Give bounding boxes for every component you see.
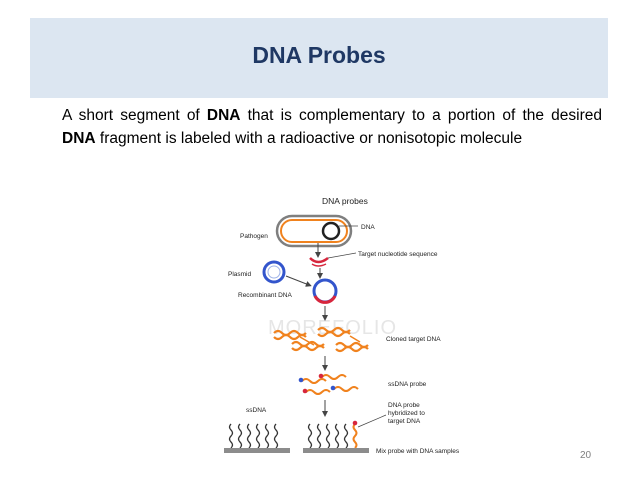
hybridized-label-line2: hybridized to (388, 410, 425, 417)
mix-label: Mix probe with DNA samples (376, 448, 460, 455)
dna-label: DNA (361, 224, 375, 231)
title-band (30, 18, 608, 98)
recombinant-dna-icon (312, 278, 338, 304)
body-text-part1: A short segment of (62, 107, 207, 124)
ssdna-probe-label: ssDNA probe (388, 381, 427, 388)
figure-title: DNA probes (322, 196, 368, 206)
hybridized-label-line1: DNA probe (388, 402, 420, 409)
body-bold-dna-2: DNA (62, 130, 96, 147)
page-number: 20 (580, 450, 592, 461)
ssdna-label: ssDNA (246, 407, 267, 414)
plasmid-icon (262, 260, 286, 284)
body-text-part2: that is complementary to a portion of th… (240, 107, 603, 124)
target-sequence-label: Target nucleotide sequence (358, 251, 438, 258)
ssdna-probe-icon (298, 373, 359, 395)
body-bold-dna-1: DNA (206, 107, 241, 124)
pathogen-cell-icon (275, 214, 353, 248)
target-leader-line (327, 252, 357, 259)
hybridized-label-line3: target DNA (388, 418, 421, 425)
plasmid-label: Plasmid (228, 271, 252, 278)
arrow-plasmid-icon (285, 275, 312, 287)
recombinant-dna-label: Recombinant DNA (238, 292, 292, 299)
slide-title: DNA Probes (252, 42, 386, 68)
cloned-target-dna-icon (273, 326, 369, 353)
target-fragment-strand-icon (311, 263, 327, 267)
hybridized-membrane-icon (303, 420, 369, 453)
hybridized-leader-line (357, 414, 387, 428)
target-fragment-icon (309, 256, 329, 264)
body-text-part3: fragment is labeled with a radioactive o… (95, 130, 523, 147)
ssdna-membrane-icon (224, 423, 290, 453)
cloned-target-label: Cloned target DNA (386, 336, 441, 343)
pathogen-label: Pathogen (240, 233, 268, 240)
body-paragraph: A short segment of DNA that is complemen… (62, 104, 602, 150)
